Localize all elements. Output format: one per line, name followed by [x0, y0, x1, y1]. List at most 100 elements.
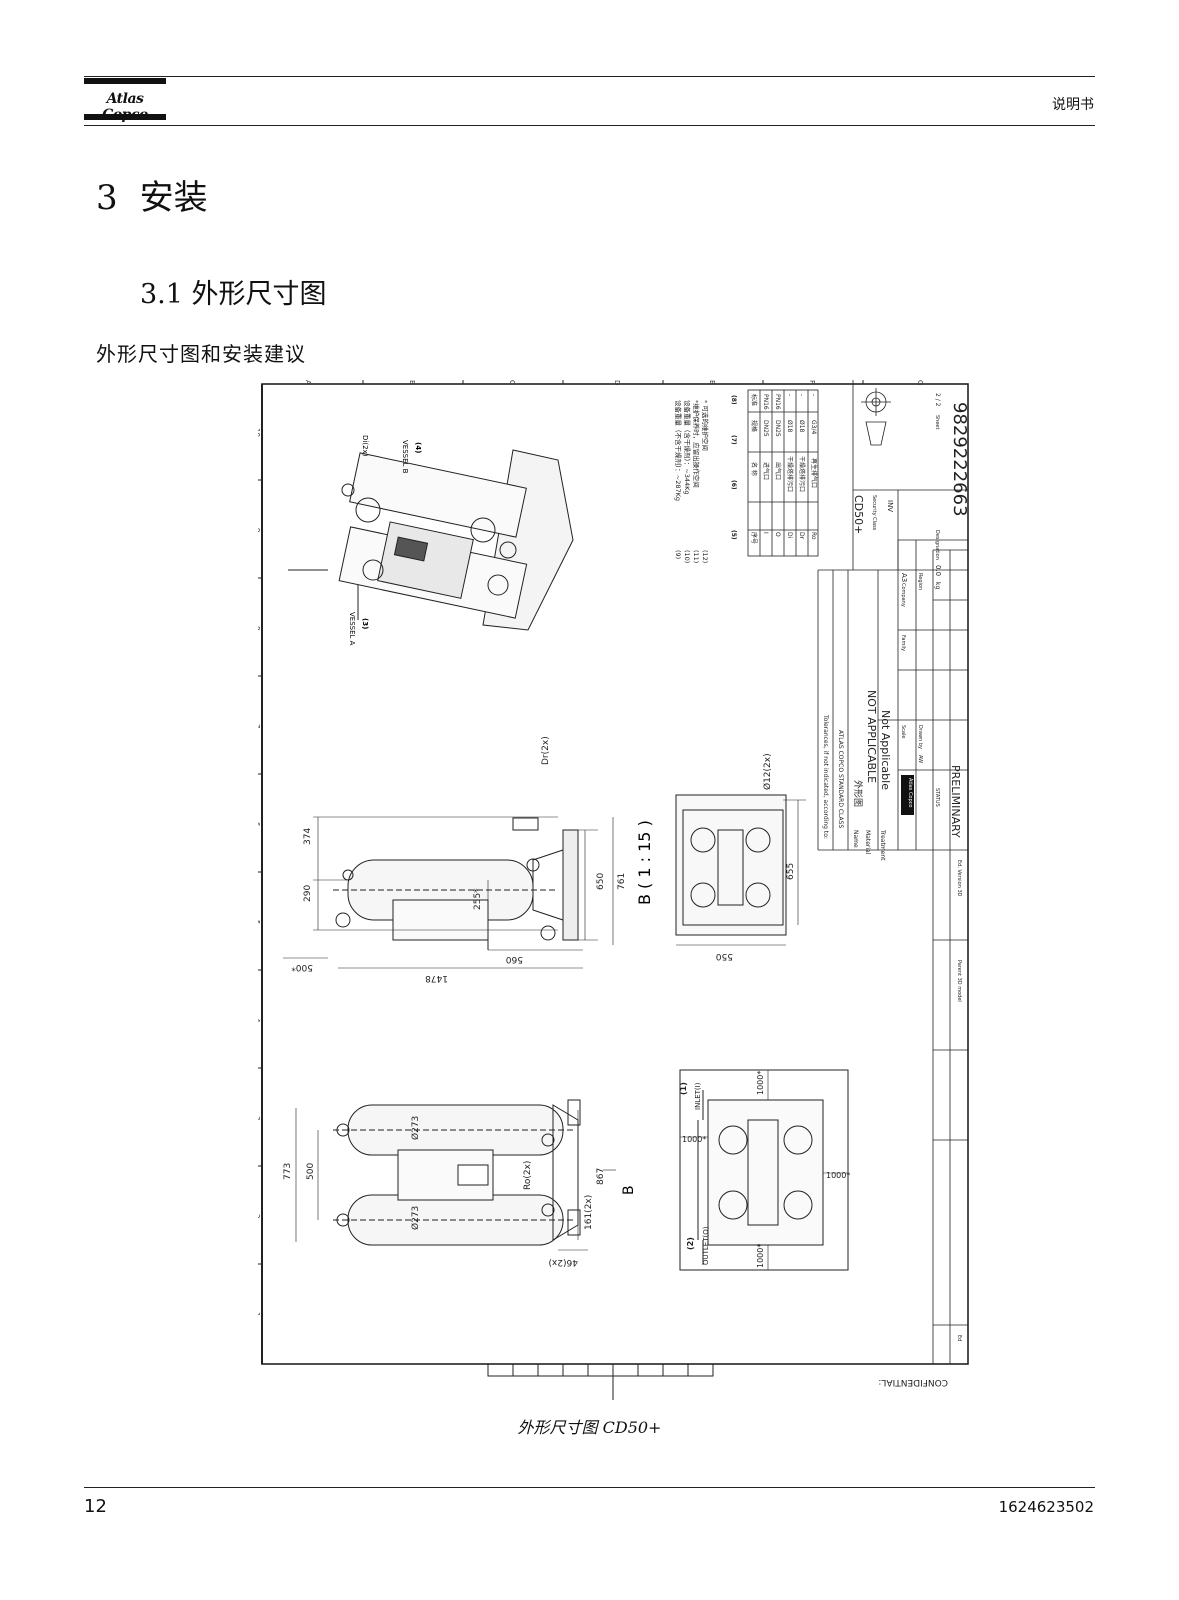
plan-view — [295, 1099, 616, 1251]
section-number: 3 — [96, 178, 118, 218]
grid-number-8: 8 — [258, 626, 261, 630]
designation-label: Designation — [934, 530, 940, 560]
figure-caption: 外形尺寸图 CD50+ — [517, 1418, 662, 1437]
inlet-label: INLET(I) — [694, 1082, 702, 1110]
name-value: 外形图 — [852, 780, 864, 807]
dim-867: 867 — [596, 1168, 606, 1185]
end-view-b — [675, 794, 806, 946]
table-header-7: (7) — [730, 435, 737, 445]
grid-number-1: 1 — [258, 1312, 261, 1316]
dr-label: Dr(2x) — [541, 736, 551, 765]
clearance-view — [679, 1069, 849, 1271]
drawn-by-value: AW — [917, 755, 923, 763]
dim-290: 290 — [303, 885, 313, 902]
grid-letter-c: C — [508, 380, 516, 385]
inlet-number: (1) — [679, 1082, 688, 1095]
vessel-a-label: VESSEL A — [348, 612, 356, 646]
grid-number-2: 2 — [258, 1214, 261, 1218]
grid-number-10: 10 — [258, 428, 261, 437]
treatment-label: Treatment — [879, 829, 886, 861]
weight-value: 0.0 — [934, 565, 942, 576]
subsection-heading: 3.1 外形尺寸图 — [140, 279, 327, 310]
note-12: * 可选的维护空间 — [701, 400, 710, 451]
sheet-value: 2 / 2 — [934, 393, 941, 407]
material-value: NOT APPLICABLE — [865, 690, 878, 783]
clearance-left: 1000* — [682, 1135, 706, 1144]
section-mark-b: B — [621, 1185, 637, 1195]
table-cell: 干燥塔排污口 — [786, 456, 794, 492]
drawing-number: 9829222663 — [949, 402, 970, 517]
name-label: Name — [852, 830, 859, 848]
outlet-number: (2) — [686, 1237, 695, 1250]
table-header-6: (6) — [730, 480, 737, 490]
note-9: 设备重量（不含干燥剂）：~287Kg — [674, 400, 683, 501]
sheet-label: Sheet — [934, 415, 940, 429]
dim-255: 255* — [473, 888, 483, 910]
grid-number-3: 3 — [258, 1116, 261, 1120]
table-cell: DN25 — [762, 420, 769, 437]
table-cell: O — [774, 532, 781, 537]
table-cell: - — [798, 394, 805, 396]
grid-letter-d: D — [613, 380, 621, 385]
security-value: INV — [886, 500, 894, 512]
family-label: Family — [900, 635, 906, 651]
table-cell: Ro — [810, 532, 817, 540]
status-value: PRELIMINARY — [949, 765, 962, 838]
section-heading: 3 安装 — [96, 170, 208, 219]
vessel-b-number: (4) — [414, 442, 422, 453]
dim-773: 773 — [283, 1163, 293, 1180]
note-9-number: (9) — [674, 550, 682, 559]
dim-761: 761 — [617, 873, 627, 890]
isometric-view — [288, 449, 574, 631]
header-top-rule — [84, 76, 1095, 77]
table-cell: 干燥塔排污口 — [798, 456, 806, 492]
table-cell: 进气口 — [762, 462, 770, 480]
title-block-logo — [901, 775, 914, 815]
table-cell: 规格 — [750, 420, 758, 432]
logo-bottom-bar — [84, 114, 166, 120]
table-cell: - — [786, 394, 793, 396]
dimension-drawing: A B C D E F G 10 9 8 7 6 5 4 3 2 1 VESSE… — [258, 380, 970, 1400]
standard-class: ATLAS COPCO STANDARD CLASS — [837, 730, 844, 828]
atlas-copco-logo: Atlas Copco — [84, 78, 166, 123]
dim-500: 500 — [306, 1163, 316, 1180]
hole-label: Ø12(2x) — [762, 753, 773, 790]
dim-46: 46(2x) — [548, 1257, 578, 1267]
material-label: Material — [864, 830, 871, 855]
grid-letter-f: F — [808, 380, 816, 384]
outlet-label: OUTLET(O) — [702, 1226, 710, 1265]
parent-model-label: Parent 3D model — [956, 960, 962, 1002]
grid-number-9: 9 — [258, 528, 261, 532]
company-value: A3 — [900, 573, 908, 582]
scale-label: Scale — [900, 725, 906, 738]
grid-letter-g: G — [916, 380, 924, 385]
model-value: CD50+ — [852, 495, 865, 534]
table-cell: I — [762, 532, 769, 534]
clearance-bottom: 1000* — [756, 1244, 765, 1268]
version-label: Ed. Version 3D — [956, 860, 962, 897]
note-11-number: (11) — [692, 550, 700, 563]
table-cell: PN16 — [774, 394, 781, 410]
table-cell: PN16 — [762, 394, 769, 410]
logo-top-bar — [84, 78, 166, 84]
vessel-diameter-1: Ø273 — [410, 1116, 421, 1140]
table-cell: - — [810, 394, 817, 396]
company-label: Company — [900, 583, 906, 607]
title-block-logo-text: Atlas Copco — [907, 778, 913, 807]
table-cell: Ø18 — [786, 420, 793, 433]
security-label: Security Class — [871, 495, 877, 531]
section-title: 安装 — [139, 178, 208, 218]
page-number: 12 — [84, 1496, 107, 1517]
note-12-number: (12) — [701, 550, 709, 563]
grid-number-5: 5 — [258, 920, 261, 924]
clearance-right: 1000* — [826, 1171, 850, 1180]
header-bottom-rule — [84, 125, 1095, 126]
note-11: *维护保养时，应留出操作空间 — [692, 400, 701, 488]
dim-650: 650 — [596, 873, 606, 890]
ed-label: Ed — [956, 1335, 962, 1341]
table-cell: 标准 — [750, 394, 758, 406]
document-type: 说明书 — [1052, 97, 1094, 113]
note-10-number: (10) — [683, 550, 691, 563]
vessel-diameter-2: Ø273 — [410, 1206, 421, 1230]
dim-550: 550 — [716, 951, 733, 961]
